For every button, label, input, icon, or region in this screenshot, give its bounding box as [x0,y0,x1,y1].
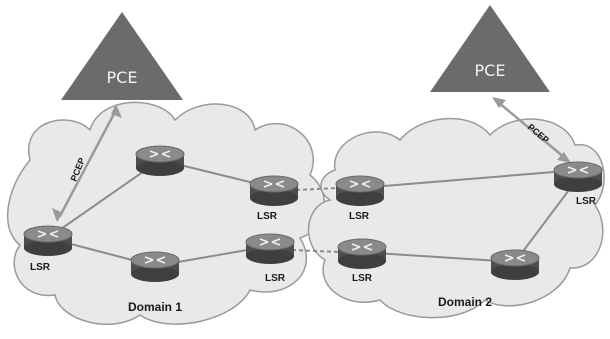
lsr-label: LSR [576,196,597,207]
domain-1-label: Domain 1 [128,300,182,314]
router-icon [490,249,540,281]
interdomain-links [291,187,341,253]
lsr-label: LSR [257,211,278,222]
pce-label-domain-2: PCE [475,61,506,80]
pce-label-domain-1: PCE [107,68,138,87]
pcep-arrow-domain-1 [52,104,122,222]
router-icon [130,251,180,283]
pce-domain-1: PCE [61,12,183,100]
lsr-label: LSR [265,273,286,284]
lsr-label: LSR [352,273,373,284]
router-icon [553,161,603,193]
pcep-arrow-domain-2 [492,97,571,163]
router-icon [335,175,385,207]
domain-1-cloud [7,101,326,325]
domain-2-label: Domain 2 [438,295,492,309]
router-icon [245,233,295,265]
router-icon [337,238,387,270]
router-icon [249,175,299,207]
pce-domain-2: PCE [430,5,550,92]
lsr-label: LSR [30,262,51,273]
router-icon [23,225,73,257]
router-icon [135,145,185,177]
lsr-label: LSR [349,211,370,222]
